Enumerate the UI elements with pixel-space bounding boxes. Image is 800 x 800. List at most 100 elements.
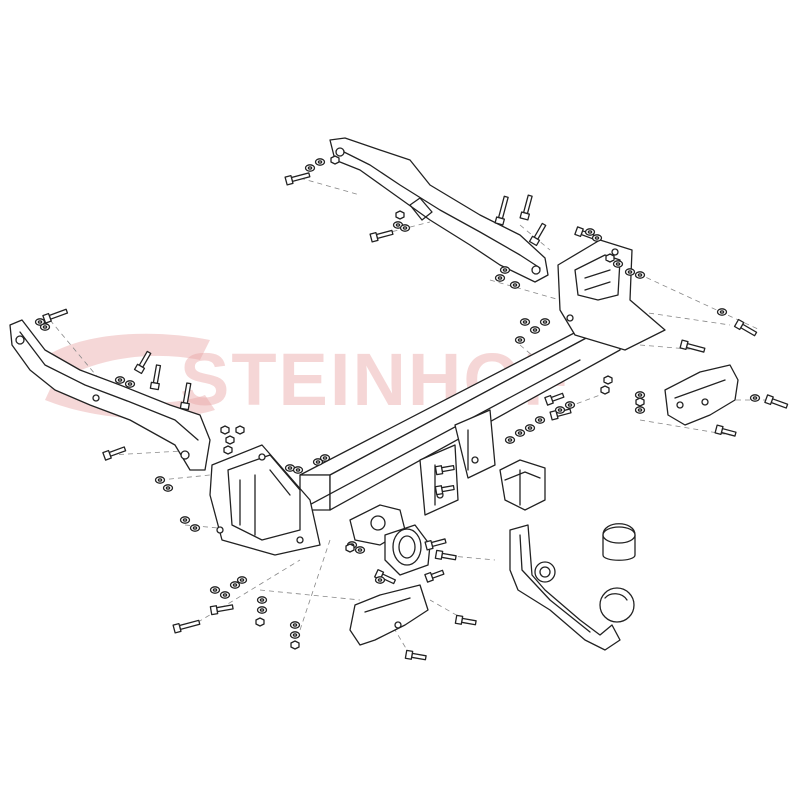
washer-hole [239,578,245,582]
watermark-swoosh-shape [48,333,210,375]
washer [314,158,326,166]
washer-hole [42,325,48,329]
washer [289,631,301,639]
washer-hole [719,310,725,314]
towball-cover-cap [602,523,636,561]
washer [534,416,546,424]
bolt [284,172,311,186]
bolt [434,464,455,476]
lower-mounting-bracket [349,584,429,646]
bolt [714,424,737,437]
washer [292,466,304,474]
washer [494,274,506,282]
washer [514,429,526,437]
washer-hole [357,548,363,552]
bolt [733,318,758,337]
center-receiver-bracket [419,409,496,516]
washer-hole [594,236,600,240]
bolt [172,619,201,634]
nut [225,435,235,445]
washer [39,323,51,331]
washer [304,164,316,172]
nut [290,640,300,650]
right-small-bracket [664,364,739,426]
washer-hole [537,418,543,422]
washer [256,596,268,604]
detachable-towball-arm [509,524,635,651]
washer [34,318,46,326]
washer [374,576,386,584]
washer [504,436,516,444]
bolt [528,222,547,247]
nut [255,617,265,627]
bolt [434,549,457,561]
nut [235,425,245,435]
washer [154,476,166,484]
washer [499,266,511,274]
washer-hole [517,431,523,435]
washer [114,376,126,384]
bolt [434,484,455,496]
washer-hole [165,486,171,490]
washer-hole [627,270,633,274]
bolt [209,604,234,616]
washer-hole [542,320,548,324]
electrical-socket [384,524,431,576]
washer [584,228,596,236]
washer [229,581,241,589]
washer-hole [182,518,188,522]
bolt [424,569,445,583]
washer [519,318,531,326]
bolt [179,382,192,411]
nut [223,445,233,455]
washer [312,458,324,466]
nut [605,253,615,263]
hardware-fasteners [34,155,789,661]
washer-hole [497,276,503,280]
washer-hole [567,403,573,407]
washer [749,394,761,402]
washer-hole [637,273,643,277]
washer [162,484,174,492]
washer-hole [315,460,321,464]
washer-hole [222,593,228,597]
washer-hole [557,408,563,412]
washer [634,406,646,414]
washer-hole [212,588,218,592]
washer-hole [502,268,508,272]
washer [319,454,331,462]
washer-hole [322,456,328,460]
washer-hole [287,466,293,470]
washer-hole [295,468,301,472]
washer-hole [532,328,538,332]
washer [554,406,566,414]
washer [716,308,728,316]
bolt [679,339,706,353]
bolt [424,538,447,551]
washer-hole [292,633,298,637]
bolt [454,614,477,626]
washer [539,318,551,326]
nut [220,425,230,435]
bolt [404,649,427,661]
nut [635,397,645,407]
bolt [133,350,152,375]
washer-hole [615,262,621,266]
washer-hole [402,226,408,230]
washer-hole [507,438,513,442]
washer-hole [192,526,198,530]
bolt [519,194,533,221]
washer [189,524,201,532]
washer-hole [307,166,313,170]
washer-hole [637,408,643,412]
left-side-bracket [9,319,211,471]
washer [236,576,248,584]
washer [591,234,603,242]
washer [399,224,411,232]
washer-hole [395,223,401,227]
washer-hole [117,378,123,382]
washer-hole [259,598,265,602]
nut [603,375,613,385]
